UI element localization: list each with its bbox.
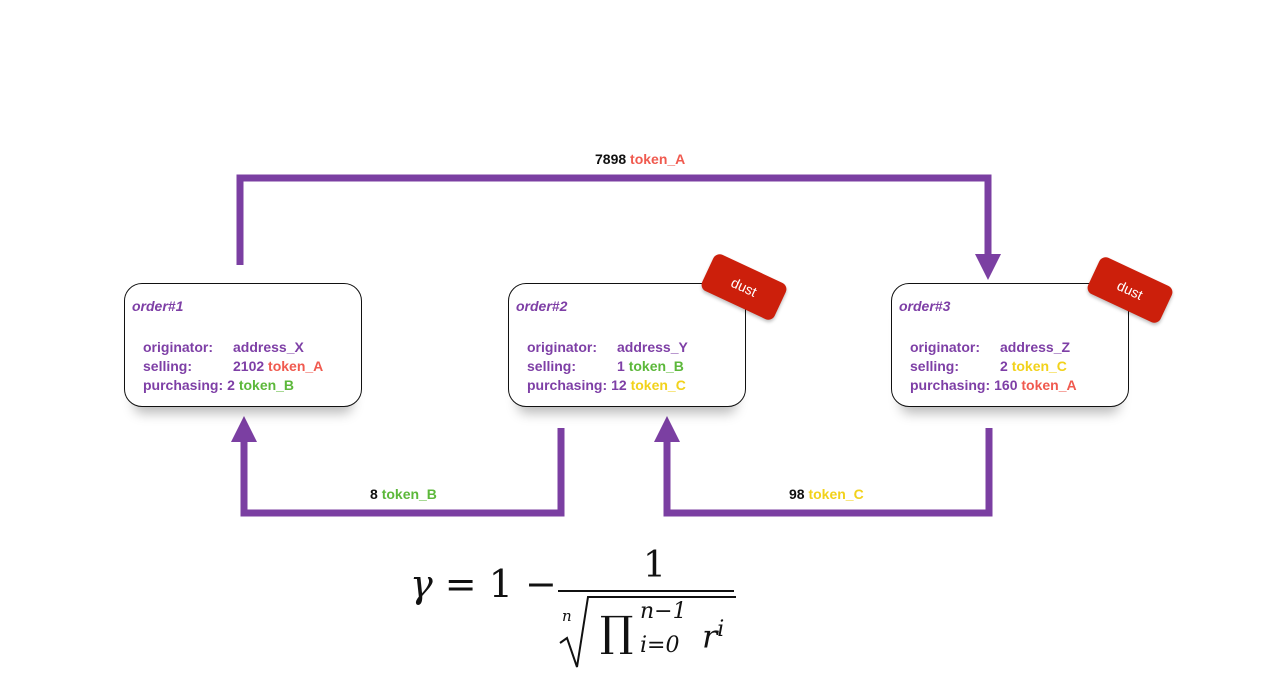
flow-label-top: 7898 token_A bbox=[595, 151, 685, 167]
originator-row: originator: address_X bbox=[143, 339, 304, 355]
flow-amount: 7898 bbox=[595, 151, 627, 167]
product-symbol: ∏ bbox=[600, 607, 634, 656]
upper-limit-text: n−1 bbox=[640, 599, 687, 624]
originator-row: originator: address_Z bbox=[910, 339, 1070, 355]
originator-label: originator: bbox=[910, 339, 980, 355]
selling-label: selling: bbox=[910, 358, 960, 374]
order-box-2: order#2 originator: address_Y selling: 1 t… bbox=[508, 283, 746, 407]
purchasing-row: purchasing:12 token_C bbox=[527, 377, 686, 393]
arrowhead-order2 bbox=[654, 416, 680, 442]
order-title: order#1 bbox=[132, 298, 184, 314]
purchasing-label: purchasing: bbox=[527, 377, 608, 393]
dust-label: dust bbox=[728, 274, 760, 300]
selling-token: token_A bbox=[268, 358, 324, 374]
originator-value: address_Z bbox=[1000, 339, 1071, 355]
selling-label: selling: bbox=[527, 358, 577, 374]
selling-amount: 2102 bbox=[233, 358, 265, 374]
selling-row: selling: 2 token_C bbox=[910, 358, 1067, 374]
order-title: order#2 bbox=[516, 298, 568, 314]
fraction-bar bbox=[558, 590, 734, 592]
order-box-3: order#3 originator: address_Z selling: 2 t… bbox=[891, 283, 1129, 407]
lower-limit-text: i=0 bbox=[640, 633, 680, 658]
formula-numerator: 1 bbox=[643, 545, 666, 586]
purchasing-token: token_C bbox=[630, 377, 686, 393]
flow-token: token_B bbox=[381, 486, 437, 502]
purchasing-row: purchasing:2 token_B bbox=[143, 377, 294, 393]
term-base: r bbox=[702, 617, 718, 656]
purchasing-label: purchasing: bbox=[143, 377, 224, 393]
purchasing-row: purchasing:160 token_A bbox=[910, 377, 1077, 393]
selling-row: selling: 1 token_B bbox=[527, 358, 684, 374]
purchasing-token: token_A bbox=[1021, 377, 1077, 393]
originator-label: originator: bbox=[527, 339, 597, 355]
purchasing-amount: 12 bbox=[611, 377, 627, 393]
product-lower-limit: i=0 bbox=[640, 633, 679, 658]
formula-equals-one-minus: = 1 − bbox=[432, 562, 569, 606]
root-index: n bbox=[562, 607, 572, 625]
flow-token: token_A bbox=[630, 151, 686, 167]
flow-amount: 98 bbox=[789, 486, 805, 502]
flow-label-bottom-right: 98 token_C bbox=[789, 486, 864, 502]
flow-token: token_C bbox=[808, 486, 864, 502]
selling-amount: 2 bbox=[1000, 358, 1008, 374]
purchasing-amount: 2 bbox=[227, 377, 235, 393]
selling-token: token_C bbox=[1011, 358, 1067, 374]
product-term: ri bbox=[702, 617, 724, 656]
purchasing-label: purchasing: bbox=[910, 377, 991, 393]
selling-row: selling: 2102 token_A bbox=[143, 358, 323, 374]
originator-label: originator: bbox=[143, 339, 213, 355]
product-upper-limit: n−1 bbox=[640, 599, 687, 624]
arrowhead-order1 bbox=[231, 416, 257, 442]
arrow-order1-to-order3 bbox=[236, 174, 992, 265]
purchasing-token: token_B bbox=[238, 377, 295, 393]
selling-label: selling: bbox=[143, 358, 193, 374]
originator-value: address_X bbox=[233, 339, 304, 355]
arrowhead-order3 bbox=[975, 254, 1001, 280]
order-title: order#3 bbox=[899, 298, 951, 314]
order-box-1: order#1 originator: address_X selling: 210… bbox=[124, 283, 362, 407]
flow-amount: 8 bbox=[370, 486, 378, 502]
originator-value: address_Y bbox=[617, 339, 688, 355]
gamma-symbol: γ bbox=[410, 562, 433, 606]
dust-label: dust bbox=[1114, 277, 1146, 303]
radical-sign bbox=[559, 596, 736, 668]
gamma-formula: γ = 1 − 1 n ∏ n−1 i=0 ri bbox=[410, 545, 750, 670]
selling-token: token_B bbox=[628, 358, 684, 374]
selling-amount: 1 bbox=[617, 358, 625, 374]
flow-label-bottom-left: 8 token_B bbox=[370, 486, 437, 502]
arrow-order2-to-order1 bbox=[240, 428, 565, 517]
term-exponent: i bbox=[717, 617, 725, 642]
arrow-order3-to-order2 bbox=[663, 428, 993, 517]
originator-row: originator: address_Y bbox=[527, 339, 688, 355]
formula-lhs: γ = 1 − bbox=[410, 562, 569, 606]
purchasing-amount: 160 bbox=[994, 377, 1018, 393]
